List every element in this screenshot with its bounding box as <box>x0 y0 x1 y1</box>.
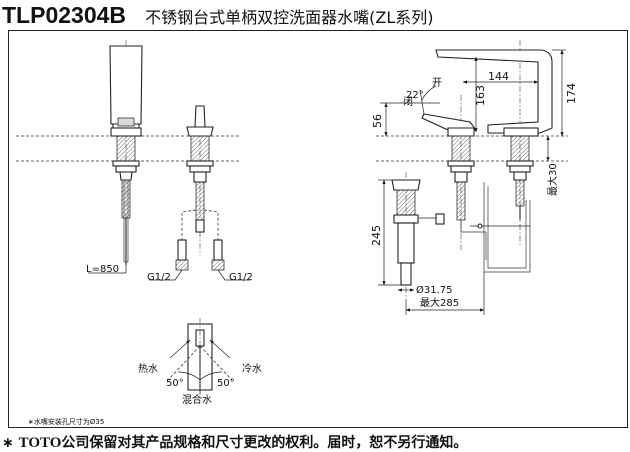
dim-245-label: 245 <box>370 225 383 246</box>
footer-disclaimer: ∗ TOTO公司保留对其产品规格和尺寸更改的权利。届时，恕不另行通知。 <box>2 432 467 452</box>
angle-22-label: 22° <box>406 90 424 101</box>
open-label: 开 <box>432 78 442 89</box>
mixed-water-label: 混合水 <box>182 393 212 406</box>
l850-dimension: L=850 <box>86 262 127 275</box>
valve-side-view <box>419 85 531 273</box>
dim-144-label: 144 <box>488 70 509 83</box>
drain-assembly <box>391 172 445 300</box>
max-30-label: 最大30 <box>546 163 559 196</box>
dim-3175-label: Ø31.75 <box>416 284 453 296</box>
product-title: 不锈钢台式单柄双控洗面器水嘴(ZL系列) <box>145 8 434 27</box>
close-label: 闭 <box>403 95 413 108</box>
footer-star: ∗ <box>2 435 14 451</box>
g12-left-label: G1/2 <box>147 272 171 283</box>
max-285-label: 最大285 <box>420 296 459 309</box>
angle-50-right-label: 50° <box>217 378 235 389</box>
spout-side-view <box>435 40 553 245</box>
g12-right-label: G1/2 <box>229 272 253 283</box>
dim-163-label: 163 <box>474 85 487 106</box>
l850-label: L=850 <box>86 264 119 275</box>
angle-50-left-label: 50° <box>166 378 184 389</box>
valve-front-view <box>175 105 225 271</box>
drawing-frame <box>8 30 628 428</box>
cold-water-label: 冷水 <box>242 362 262 375</box>
dimension-lines-right <box>378 49 566 315</box>
header: TLP02304B 不锈钢台式单柄双控洗面器水嘴(ZL系列) <box>2 2 433 28</box>
hole-size-note: ∗水嘴安装孔尺寸为Ø35 <box>28 417 104 426</box>
hot-water-label: 热水 <box>138 362 158 375</box>
dim-174-label: 174 <box>565 83 578 104</box>
handle-top-view <box>167 318 233 395</box>
dim-56-label: 56 <box>371 114 384 128</box>
spout-front-view <box>109 40 143 265</box>
footer-brand: TOTO <box>18 435 62 451</box>
model-number: TLP02304B <box>2 2 127 28</box>
footer-text: 公司保留对其产品规格和尺寸更改的权利。届时，恕不另行通知。 <box>61 435 468 451</box>
